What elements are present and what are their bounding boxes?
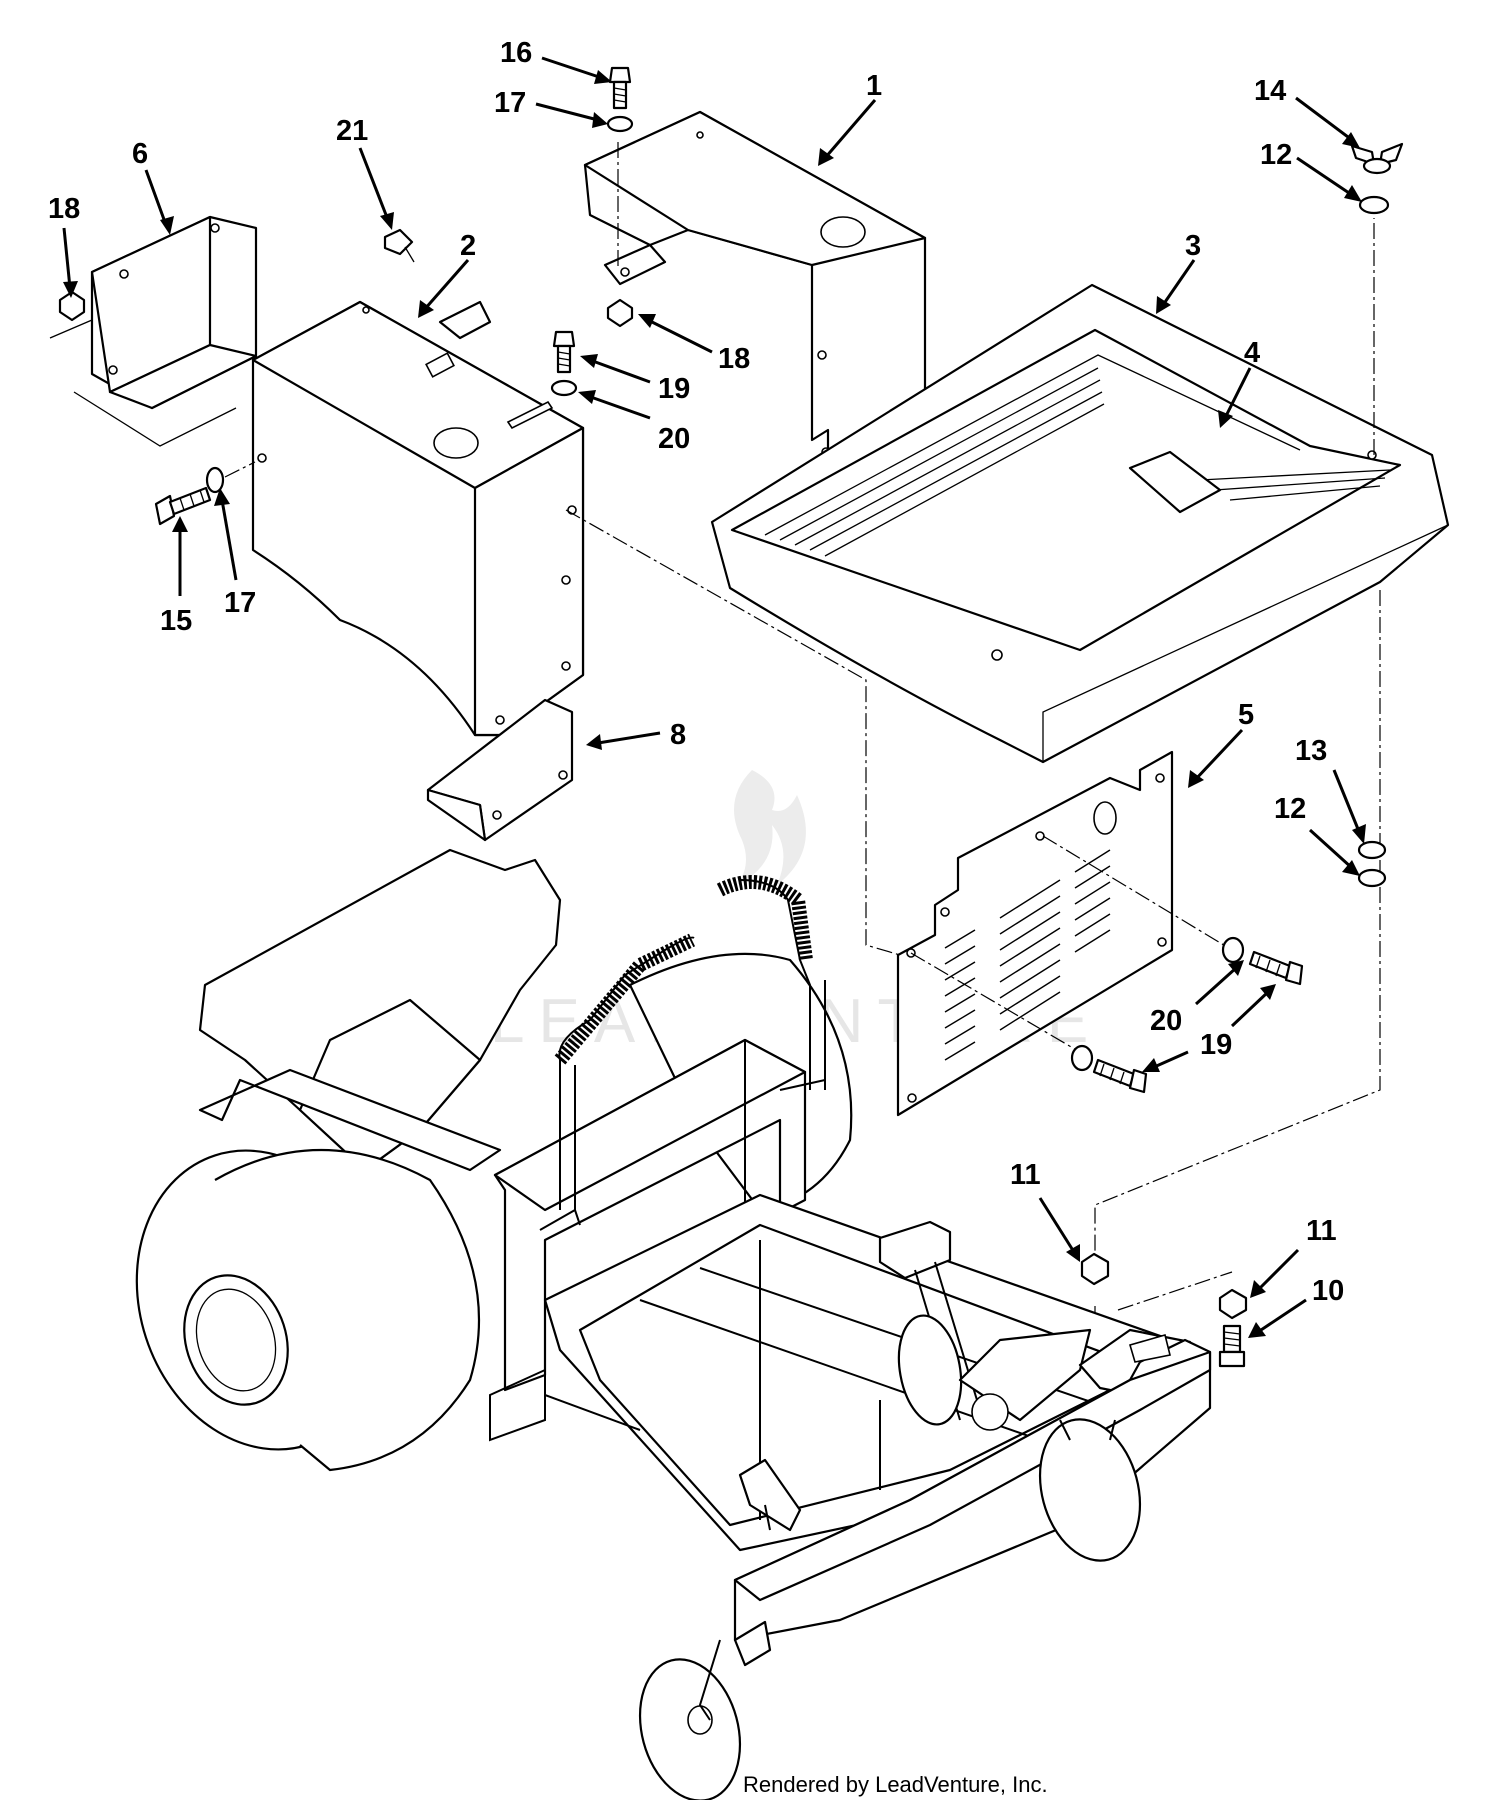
callout-14: 14 <box>1254 75 1360 148</box>
callout-3: 3 <box>1156 230 1201 314</box>
svg-text:20: 20 <box>658 423 690 455</box>
front-left-caster <box>638 1620 772 1800</box>
wing-nut-14 <box>1350 142 1404 175</box>
bolt-15 <box>154 486 212 526</box>
callout-20-lower-arrow <box>1142 1050 1189 1072</box>
nut-11-left <box>1080 1252 1110 1286</box>
svg-text:1: 1 <box>866 70 882 102</box>
callout-6: 6 <box>132 138 174 235</box>
svg-text:8: 8 <box>670 719 686 751</box>
part-2-control-housing <box>251 300 585 737</box>
part-6-bracket <box>49 215 258 447</box>
part-21-clip <box>383 228 415 263</box>
washer-12-right <box>1357 868 1387 888</box>
callout-13: 13 <box>1295 735 1366 844</box>
nut-11-right <box>1218 1288 1248 1320</box>
svg-text:2: 2 <box>460 230 476 262</box>
svg-text:16: 16 <box>500 37 532 69</box>
callout-1: 1 <box>818 70 882 166</box>
svg-text:12: 12 <box>1260 139 1292 171</box>
washer-12-top <box>1358 195 1390 215</box>
washer-17-left <box>205 466 225 494</box>
louvers <box>944 849 1111 1061</box>
bolt-19-right <box>1248 950 1304 986</box>
svg-text:3: 3 <box>1185 230 1201 262</box>
flame-logo-icon <box>734 770 806 885</box>
callout-4: 4 <box>1218 337 1260 428</box>
svg-text:6: 6 <box>132 138 148 170</box>
callout-15: 15 <box>160 516 192 637</box>
washer-20-lower <box>1070 1044 1094 1072</box>
svg-text:20: 20 <box>1150 1005 1182 1037</box>
svg-text:5: 5 <box>1238 699 1254 731</box>
assembly-lines <box>224 142 1381 1338</box>
callout-10: 10 <box>1248 1275 1344 1338</box>
svg-text:19: 19 <box>1200 1029 1232 1061</box>
callout-19-upper: 19 <box>580 354 690 405</box>
washer-20-upper <box>550 379 578 397</box>
part-8-bracket <box>426 698 574 842</box>
svg-text:19: 19 <box>658 373 690 405</box>
bolt-16 <box>608 66 632 110</box>
callout-12-right: 12 <box>1274 793 1360 876</box>
bolt-10 <box>1218 1324 1246 1368</box>
callout-17-top: 17 <box>494 87 608 128</box>
steering-levers <box>539 875 826 1231</box>
bolt-19-lower <box>1092 1058 1148 1094</box>
svg-text:4: 4 <box>1244 337 1260 369</box>
callout-18-left: 18 <box>48 193 80 298</box>
callout-17-left: 17 <box>214 488 256 619</box>
svg-text:18: 18 <box>48 193 80 225</box>
callout-16: 16 <box>500 37 612 84</box>
svg-text:17: 17 <box>494 87 526 119</box>
washer-20-right <box>1221 936 1245 964</box>
svg-text:12: 12 <box>1274 793 1306 825</box>
front-right-caster <box>1038 1418 1142 1562</box>
callout-12-top: 12 <box>1260 139 1362 202</box>
callout-11-left: 11 <box>1010 1159 1080 1262</box>
footer-credit: Rendered by LeadVenture, Inc. <box>743 1772 1048 1797</box>
callout-19-right: 19 <box>1200 984 1276 1061</box>
svg-text:17: 17 <box>224 587 256 619</box>
callout-8: 8 <box>586 719 686 751</box>
hardware <box>58 66 1404 1368</box>
part-5-louvered-panel <box>896 750 1174 1117</box>
mower-chassis <box>135 848 1212 1800</box>
nut-18-top <box>606 298 634 328</box>
callout-20-right: 20 <box>1150 960 1244 1037</box>
svg-text:13: 13 <box>1295 735 1327 767</box>
svg-text:11: 11 <box>1306 1215 1337 1247</box>
part-1-upper-cover <box>583 110 927 472</box>
rear-tire <box>135 1148 480 1472</box>
svg-text:21: 21 <box>336 115 368 147</box>
callout-21: 21 <box>336 115 394 230</box>
callouts: 1 2 3 4 5 6 8 <box>48 37 1366 1338</box>
part-3-seat-pan <box>710 283 1450 764</box>
callout-5: 5 <box>1188 699 1254 788</box>
svg-text:11: 11 <box>1010 1159 1041 1191</box>
bolt-19-upper <box>552 330 576 374</box>
callout-11-right: 11 <box>1250 1215 1337 1298</box>
svg-text:10: 10 <box>1312 1275 1344 1307</box>
callout-2: 2 <box>418 230 476 318</box>
nut-18-left <box>58 290 86 322</box>
svg-text:15: 15 <box>160 605 192 637</box>
callout-18-top: 18 <box>638 314 750 375</box>
washer-17-top <box>606 115 634 133</box>
lockwasher-13 <box>1357 840 1387 860</box>
svg-text:14: 14 <box>1254 75 1286 107</box>
callout-20-upper: 20 <box>578 390 690 455</box>
svg-text:18: 18 <box>718 343 750 375</box>
